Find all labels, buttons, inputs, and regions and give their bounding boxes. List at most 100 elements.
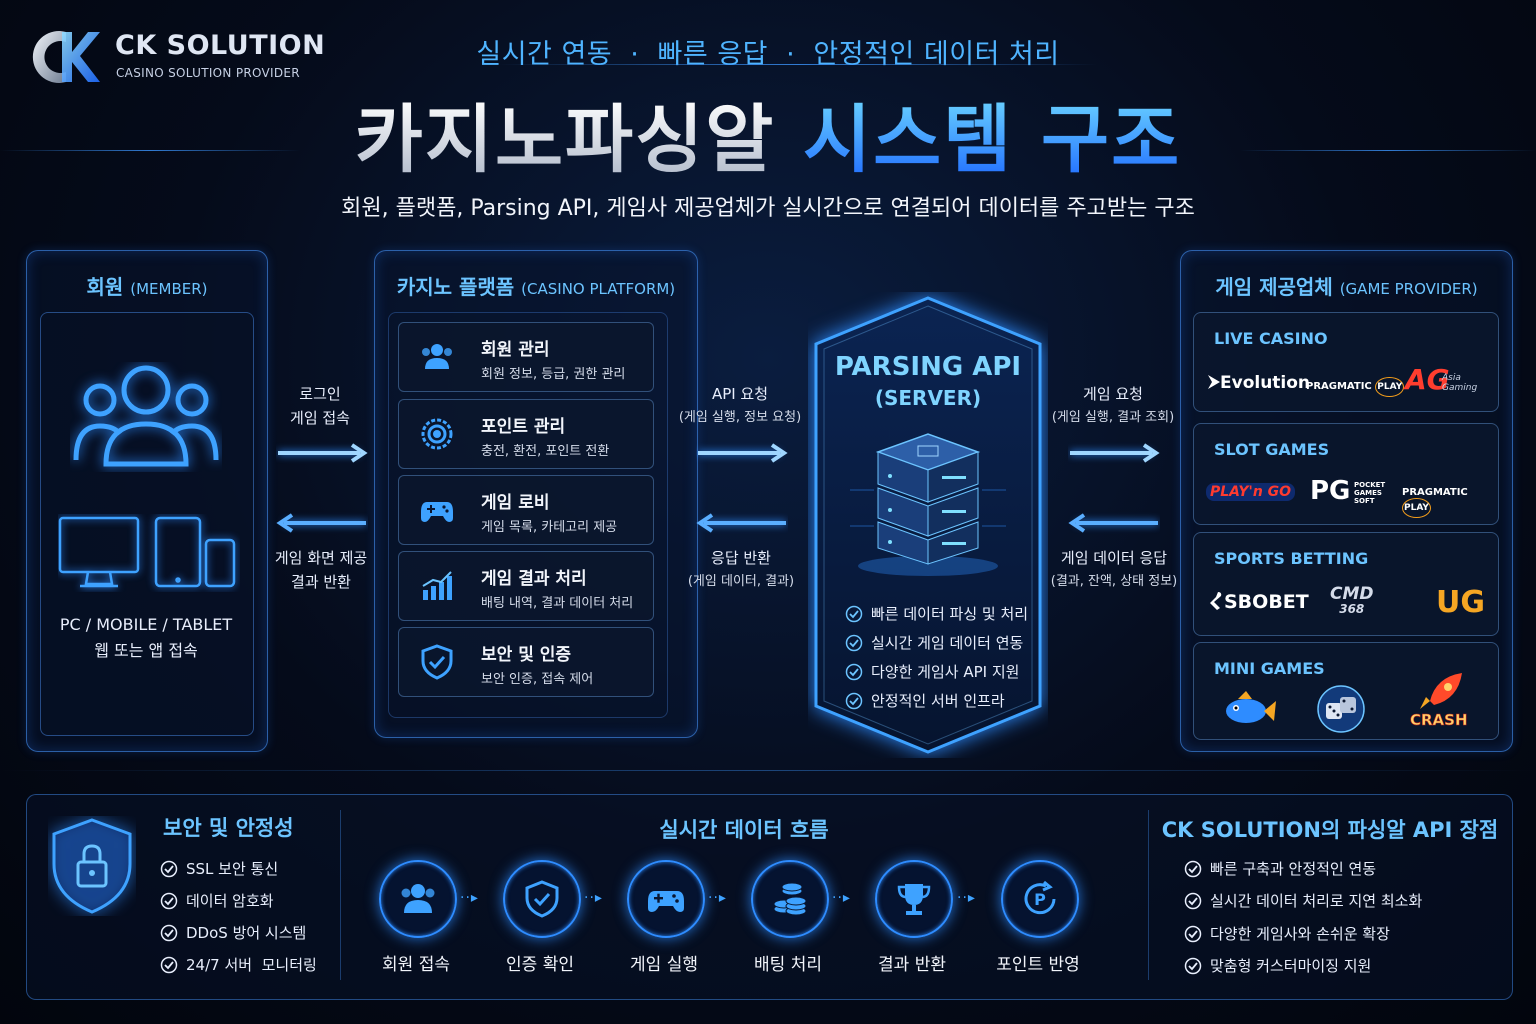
gamepad-icon xyxy=(421,502,453,522)
provider-category-name: LIVE CASINO xyxy=(1214,329,1328,348)
pragmatic-logo: PRAGMATIC PLAY xyxy=(1402,487,1498,518)
server-title: PARSING API xyxy=(834,352,1022,382)
flow-step-label: 회원 접속 xyxy=(382,955,450,975)
platform-item-title: 포인트 관리 xyxy=(481,417,566,437)
check-circle-icon xyxy=(845,605,863,623)
platform-item-point-mgmt[interactable]: 포인트 관리 충전, 환전, 포인트 전환 xyxy=(398,399,654,469)
flow-arrow-icon: ··▸ xyxy=(832,890,851,906)
dice-game-icon xyxy=(1317,685,1365,733)
flow-step-point: P xyxy=(1001,860,1079,938)
platform-item-desc: 배팅 내역, 결과 데이터 처리 xyxy=(481,596,634,611)
shield-check-icon xyxy=(421,644,453,680)
platform-item-game-result[interactable]: 게임 결과 처리 배팅 내역, 결과 데이터 처리 xyxy=(398,551,654,621)
pragmatic-play-badge: PLAY xyxy=(1375,377,1405,397)
server-feature-text: 실시간 게임 데이터 연동 xyxy=(871,634,1024,652)
check-circle-icon xyxy=(1184,957,1202,975)
users-icon xyxy=(73,365,219,467)
pragmatic-logo-text: PRAGMATIC xyxy=(1306,381,1372,392)
flow-arrow-icon: ··▸ xyxy=(584,890,603,906)
member-inner-box xyxy=(40,312,254,736)
check-circle-icon xyxy=(1184,892,1202,910)
bottom-divider xyxy=(1148,810,1149,980)
server-feature: 빠른 데이터 파싱 및 처리 xyxy=(845,603,1028,624)
ag-sub-2: Gaming xyxy=(1442,383,1478,393)
security-item-text: 데이터 암호화 xyxy=(186,892,274,910)
flow-step-result xyxy=(875,860,953,938)
pragmatic-play-badge: PLAY xyxy=(1402,498,1431,518)
ag-logo-sub: Asia Gaming xyxy=(1442,373,1477,393)
platform-item-desc: 충전, 환전, 포인트 전환 xyxy=(481,444,610,459)
flow-step-label: 배팅 처리 xyxy=(754,955,822,975)
security-item-text: DDoS 방어 시스템 xyxy=(186,924,307,942)
brand-tagline: CASINO SOLUTION PROVIDER xyxy=(116,66,300,80)
devices-line1: PC / MOBILE / TABLET xyxy=(59,615,233,634)
provider-title-ko: 게임 제공업체 xyxy=(1215,275,1333,299)
platform-item-desc: 회원 정보, 등급, 권한 관리 xyxy=(481,367,626,382)
pg-sub-3: SOFT xyxy=(1354,497,1375,505)
platform-item-title: 게임 로비 xyxy=(481,493,550,513)
bottom-divider xyxy=(340,810,341,980)
provider-card-mini-games[interactable]: MINI GAMES CRASH xyxy=(1193,642,1499,740)
advantage-item: 다양한 게임사와 손쉬운 확장 xyxy=(1184,923,1390,944)
trophy-icon xyxy=(897,884,931,915)
server-rack-icon xyxy=(850,433,1006,576)
arrow-left-icon xyxy=(696,513,786,533)
member-title: 회원 (MEMBER) xyxy=(27,271,267,300)
platform-item-member-mgmt[interactable]: 회원 관리 회원 정보, 등급, 권한 관리 xyxy=(398,322,654,392)
arrow-left-top-1: 로그인 xyxy=(299,385,341,403)
check-circle-icon xyxy=(160,860,178,878)
arrow-label-game-request: 게임 요청 (게임 실행, 결과 조회) xyxy=(1048,382,1178,430)
security-item: SSL 보안 통신 xyxy=(160,858,278,879)
security-item: DDoS 방어 시스템 xyxy=(160,922,306,943)
server-feature: 실시간 게임 데이터 연동 xyxy=(845,632,1023,653)
provider-card-sports-betting[interactable]: SPORTS BETTING SBOBET CMD 368 UG xyxy=(1193,532,1499,636)
devices-label: PC / MOBILE / TABLET 웹 또는 앱 접속 xyxy=(40,612,252,664)
advantage-item-text: 빠른 구축과 안정적인 연동 xyxy=(1210,860,1377,878)
page-subtitle: 회원, 플랫폼, Parsing API, 게임사 제공업체가 실시간으로 연결… xyxy=(341,196,1195,221)
flow-step-member-access xyxy=(379,860,457,938)
member-title-en: (MEMBER) xyxy=(130,280,208,298)
tagline-underline xyxy=(498,64,1098,65)
server-subtitle: (SERVER) xyxy=(874,386,982,410)
flow-step-game-run xyxy=(627,860,705,938)
advantage-item: 맞춤형 커스터마이징 지원 xyxy=(1184,955,1371,976)
fish-game-icon xyxy=(1226,691,1276,723)
provider-card-live-casino[interactable]: LIVE CASINO Evolution PRAGMATIC PLAY AG … xyxy=(1193,312,1499,412)
crash-logo: CRASH xyxy=(1410,711,1468,730)
ag-sub-1: Asia xyxy=(1442,373,1461,383)
platform-item-game-lobby[interactable]: 게임 로비 게임 목록, 카테고리 제공 xyxy=(398,475,654,545)
provider-category-name: SLOT GAMES xyxy=(1214,440,1330,459)
arrow-left-bottom-1: 게임 화면 제공 xyxy=(274,549,368,567)
check-circle-icon xyxy=(1184,925,1202,943)
check-circle-icon xyxy=(160,956,178,974)
advantage-item: 빠른 구축과 안정적인 연동 xyxy=(1184,858,1376,879)
arrow-label-api-request: API 요청 (게임 실행, 정보 요청) xyxy=(674,382,806,430)
server-feature: 다양한 게임사 API 지원 xyxy=(845,661,1019,682)
pragmatic-logo-text: PRAGMATIC xyxy=(1402,487,1468,498)
coin-icon xyxy=(421,418,453,450)
arrow-right-icon xyxy=(278,443,368,463)
ug-logo: UG xyxy=(1436,585,1485,620)
arrow-label-result: 게임 화면 제공 결과 반환 xyxy=(266,546,376,594)
arrow-label-response: 응답 반환 (게임 데이터, 결과) xyxy=(680,546,802,594)
shield-check-icon xyxy=(525,880,559,918)
arrow-right-bottom-2: (결과, 잔액, 상태 정보) xyxy=(1050,574,1178,589)
member-title-ko: 회원 xyxy=(86,275,124,299)
flow-step-betting xyxy=(751,860,829,938)
provider-card-slot-games[interactable]: SLOT GAMES PLAY'n GO PG POCKET GAMES SOF… xyxy=(1193,423,1499,525)
platform-item-security[interactable]: 보안 및 인증 보안 인증, 접속 제어 xyxy=(398,627,654,697)
page-title: 카지노파싱알 시스템 구조 xyxy=(0,80,1536,187)
security-item-text: SSL 보안 통신 xyxy=(186,860,279,878)
server-feature-text: 다양한 게임사 API 지원 xyxy=(871,663,1020,681)
cmd368-logo: CMD 368 xyxy=(1330,586,1374,617)
shield-lock-icon xyxy=(52,818,132,914)
flow-arrow-icon: ··▸ xyxy=(957,890,976,906)
arrow-mid-top-2: (게임 실행, 정보 요청) xyxy=(678,410,802,425)
devices-line2: 웹 또는 앱 접속 xyxy=(94,641,198,660)
title-white: 카지노파싱알 xyxy=(354,97,776,183)
arrow-right-icon xyxy=(698,443,788,463)
platform-item-title: 회원 관리 xyxy=(481,340,550,360)
flow-arrow-icon: ··▸ xyxy=(460,890,479,906)
platform-item-title: 게임 결과 처리 xyxy=(481,569,587,589)
arrow-right-bottom-1: 게임 데이터 응답 xyxy=(1060,549,1168,567)
